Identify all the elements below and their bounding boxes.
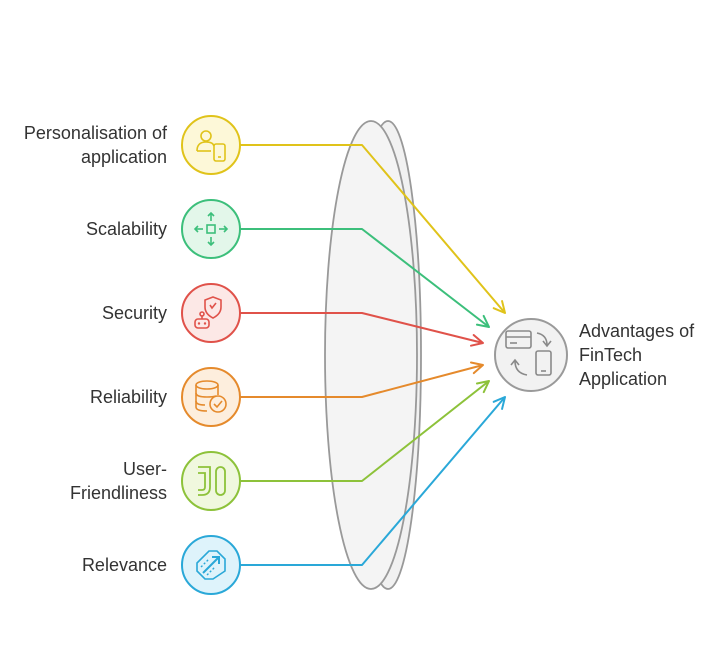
- connector-reliability: [240, 364, 484, 398]
- connector-lines: [240, 144, 506, 566]
- arrowhead-personalisation: [492, 300, 506, 314]
- item-node-scalability: [181, 199, 241, 259]
- item-label-reliability: Reliability: [89, 387, 167, 407]
- item-node-user-friendliness: [181, 451, 241, 511]
- connector-user-friendliness: [240, 380, 490, 482]
- item-label-user-friendliness: User- Friendliness: [69, 459, 167, 503]
- arrowhead-security: [470, 334, 484, 347]
- robot-shield-icon: [194, 296, 222, 329]
- item-label-personalisation: Personalisation of application: [23, 123, 167, 167]
- target-circle: [494, 318, 568, 392]
- connector-relevance: [240, 396, 506, 566]
- arrowhead-user-friendliness: [475, 380, 490, 394]
- item-label-relevance: Relevance: [81, 555, 167, 575]
- arrowhead-reliability: [469, 361, 484, 375]
- item-node-reliability: [181, 367, 241, 427]
- connector-personalisation: [240, 144, 506, 314]
- card-phone-exchange-icon: [505, 330, 552, 376]
- item-circles: [181, 115, 241, 595]
- lens-shape: [324, 120, 422, 590]
- interface-symbol-icon: [198, 466, 226, 496]
- item-node-personalisation: [181, 115, 241, 175]
- item-label-scalability: Scalability: [85, 219, 167, 239]
- expand-arrows-icon: [193, 211, 229, 247]
- user-tablet-icon: [196, 130, 226, 162]
- target-label: Advantages of FinTech Application: [579, 321, 695, 389]
- database-check-icon: [195, 380, 227, 413]
- arrow-target-icon: [196, 550, 226, 580]
- arrowhead-scalability: [475, 314, 490, 328]
- arrowhead-relevance: [492, 396, 506, 410]
- item-label-security: Security: [101, 303, 167, 323]
- target-node: [494, 318, 568, 392]
- connector-security: [240, 312, 484, 344]
- connector-scalability: [240, 228, 490, 328]
- item-node-security: [181, 283, 241, 343]
- item-node-relevance: [181, 535, 241, 595]
